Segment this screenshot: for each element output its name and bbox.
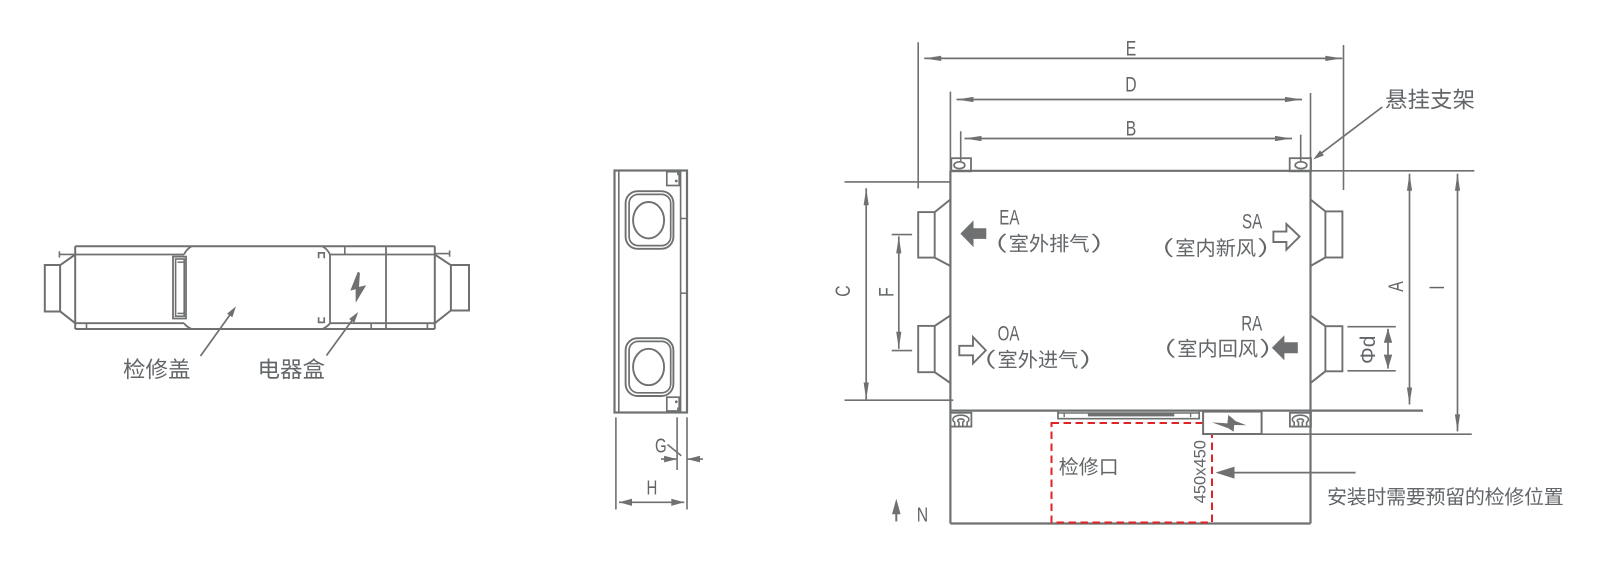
svg-text:OA: OA <box>998 321 1020 345</box>
svg-text:F: F <box>874 287 898 297</box>
svg-text:Φd: Φd <box>1357 336 1380 364</box>
svg-text:450x450: 450x450 <box>1192 440 1210 503</box>
svg-text:C: C <box>831 285 855 296</box>
svg-text:I: I <box>1425 285 1449 289</box>
svg-text:RA: RA <box>1241 311 1263 335</box>
svg-text:B: B <box>1126 116 1137 140</box>
svg-text:E: E <box>1126 36 1137 60</box>
svg-text:H: H <box>647 476 658 499</box>
svg-text:D: D <box>1125 72 1136 96</box>
svg-text:EA: EA <box>999 205 1020 229</box>
svg-text:N: N <box>917 504 928 526</box>
svg-text:SA: SA <box>1242 209 1263 233</box>
svg-text:A: A <box>1384 281 1408 292</box>
svg-text:G: G <box>655 434 667 457</box>
